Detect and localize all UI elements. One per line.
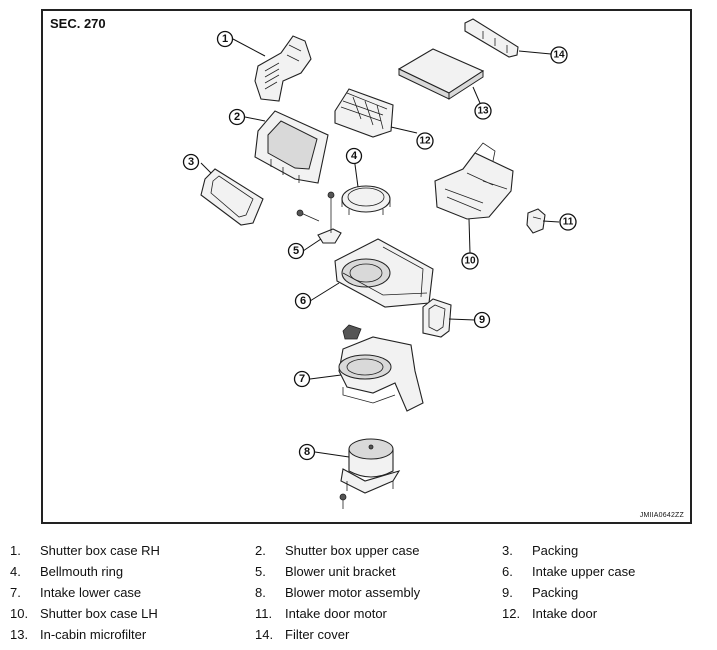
legend-item: 8.Blower motor assembly — [255, 585, 421, 600]
callout-13: 13 — [474, 102, 492, 120]
callout-1: 1 — [216, 30, 234, 48]
blower-motor-assembly — [339, 438, 401, 509]
packing-3 — [200, 168, 264, 226]
legend-item: 11.Intake door motor — [255, 606, 387, 621]
callout-6: 6 — [294, 292, 312, 310]
callout-3: 3 — [182, 153, 200, 171]
legend-item: 12.Intake door — [502, 606, 598, 621]
callout-8: 8 — [298, 443, 316, 461]
legend-item: 9.Packing — [502, 585, 579, 600]
legend-item: 7.Intake lower case — [10, 585, 142, 600]
svg-text:12: 12 — [419, 136, 431, 147]
legend-item: 3.Packing — [502, 543, 579, 558]
filter-cover — [464, 18, 519, 58]
legend-item: 4.Bellmouth ring — [10, 564, 124, 579]
packing-9 — [422, 298, 452, 338]
svg-text:14: 14 — [553, 50, 565, 61]
svg-text:6: 6 — [300, 295, 306, 307]
svg-text:9: 9 — [479, 314, 485, 326]
callout-4: 4 — [345, 147, 363, 165]
exploded-view-drawing: 1 2 3 4 5 6 7 8 9 10 11 12 13 14 — [182, 18, 577, 509]
svg-text:7: 7 — [299, 373, 305, 385]
legend-item: 10.Shutter box case LH — [10, 606, 158, 621]
figure-code: JMIIA0642ZZ — [639, 512, 684, 519]
svg-text:2: 2 — [234, 111, 240, 123]
bellmouth-ring — [341, 185, 391, 215]
callout-12: 12 — [416, 132, 434, 150]
diagram-frame: SEC. 270 — [41, 9, 692, 524]
intake-upper-case — [334, 238, 434, 308]
legend-item: 13.In-cabin microfilter — [10, 627, 147, 642]
intake-lower-case — [338, 324, 424, 412]
svg-text:11: 11 — [563, 217, 574, 228]
svg-text:4: 4 — [351, 150, 358, 162]
shutter-box-upper-case — [254, 110, 329, 184]
svg-text:5: 5 — [293, 245, 299, 257]
shutter-box-case-lh — [434, 142, 514, 220]
legend-item: 2.Shutter box upper case — [255, 543, 420, 558]
svg-text:1: 1 — [222, 33, 228, 45]
shutter-box-case-rh — [254, 35, 312, 102]
callout-10: 10 — [461, 252, 479, 270]
callout-5: 5 — [287, 242, 305, 260]
leader-lines — [200, 38, 560, 458]
callout-11: 11 — [559, 213, 577, 231]
svg-text:3: 3 — [188, 156, 194, 168]
svg-text:10: 10 — [464, 256, 476, 267]
section-label: SEC. 270 — [50, 16, 106, 31]
callout-14: 14 — [550, 46, 568, 64]
callout-9: 9 — [473, 311, 491, 329]
intake-door — [334, 88, 394, 138]
legend-item: 6.Intake upper case — [502, 564, 636, 579]
legend-item: 14.Filter cover — [255, 627, 350, 642]
in-cabin-microfilter — [397, 48, 485, 100]
intake-door-motor — [526, 208, 546, 234]
svg-text:13: 13 — [477, 106, 489, 117]
callout-2: 2 — [228, 108, 246, 126]
legend-item: 1.Shutter box case RH — [10, 543, 160, 558]
legend-item: 5.Blower unit bracket — [255, 564, 396, 579]
svg-text:8: 8 — [304, 446, 310, 458]
callout-7: 7 — [293, 370, 311, 388]
blower-unit-bracket — [296, 191, 342, 244]
